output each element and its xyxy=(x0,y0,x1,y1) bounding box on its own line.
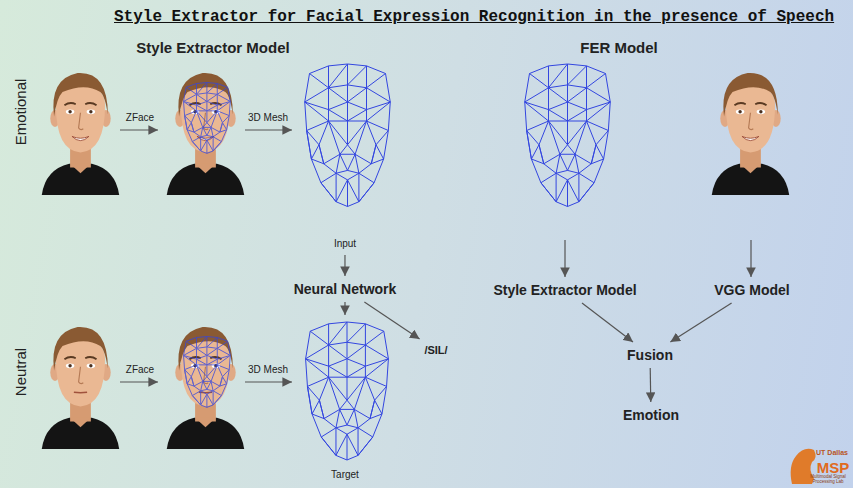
output-label: /SIL/ xyxy=(419,342,452,358)
flow-arrow xyxy=(650,368,652,402)
model-label: VGG Model xyxy=(709,280,794,300)
logo-text: MSP xyxy=(817,459,850,476)
emotional-face-landmarks xyxy=(167,73,244,195)
neutral-face xyxy=(42,327,119,449)
mesh-caption-box: Target xyxy=(290,318,400,483)
fusion-label: Fusion xyxy=(622,345,678,365)
flow-arrow xyxy=(344,302,345,315)
neutral-face-landmarks xyxy=(167,327,244,449)
mesh-arrow xyxy=(245,381,292,382)
arrow-label: ZFace xyxy=(126,364,154,375)
input-mesh xyxy=(305,64,391,207)
output-label: Emotion xyxy=(618,405,684,425)
diagram-title: Style Extractor for Facial Expression Re… xyxy=(114,8,834,26)
flow-arrow xyxy=(364,302,419,339)
row-label: Neutral xyxy=(12,348,29,396)
target-mesh xyxy=(306,322,389,460)
zface-arrow xyxy=(120,381,158,382)
flow-arrow xyxy=(344,255,345,276)
mesh-caption-box: Input xyxy=(290,58,400,252)
process-label: Neural Network xyxy=(289,279,402,299)
emotional-face xyxy=(42,73,119,195)
node-text: Neural Network xyxy=(294,281,397,297)
zface-arrow xyxy=(120,129,158,130)
section-heading: Style Extractor Model xyxy=(136,39,289,56)
row-label: Emotional xyxy=(12,79,29,146)
node-text: Style Extractor Model xyxy=(493,282,636,298)
node-text: Target xyxy=(331,469,359,480)
logo-text: UT Dallas xyxy=(816,449,848,456)
fer-face xyxy=(712,73,789,195)
face-to-model-arrow xyxy=(750,240,751,277)
flow-arrow xyxy=(670,303,731,342)
node-text: /SIL/ xyxy=(424,344,447,356)
node-text: Fusion xyxy=(627,347,673,363)
mesh-arrow xyxy=(245,129,292,130)
mesh-to-model-arrow xyxy=(564,240,565,277)
arrow-label: 3D Mesh xyxy=(248,112,288,123)
model-label: Style Extractor Model xyxy=(488,280,641,300)
node-text: Input xyxy=(334,238,356,249)
section-heading: FER Model xyxy=(580,39,658,56)
fer-mesh xyxy=(525,64,611,207)
node-text: Emotion xyxy=(623,407,679,423)
arrow-label: ZFace xyxy=(126,112,154,123)
flow-arrow xyxy=(582,303,633,342)
node-text: VGG Model xyxy=(714,282,789,298)
arrow-label: 3D Mesh xyxy=(248,364,288,375)
logo-text: Multimodal Signal Processing Lab xyxy=(806,475,850,484)
